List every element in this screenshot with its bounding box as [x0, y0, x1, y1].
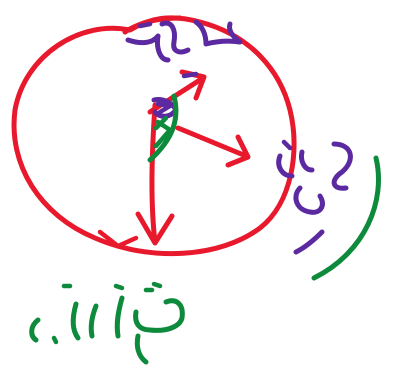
- red-tick-bottom: [97, 229, 121, 249]
- red-circle-overlap: [122, 15, 183, 35]
- green-curve-right: [311, 155, 381, 281]
- arrow-down-head: [135, 211, 175, 246]
- purple-angle-fill: [155, 101, 173, 115]
- green-handwriting-bottom: [29, 281, 185, 365]
- purple-handwriting-top: [125, 19, 243, 79]
- arrow-right-head: [225, 134, 251, 168]
- arrow-down: [149, 102, 158, 245]
- red-tick-bottom-2: [115, 235, 139, 249]
- purple-handwriting-right: [276, 139, 353, 255]
- green-angle-fill-2: [153, 115, 169, 131]
- green-angle-arc: [147, 93, 179, 163]
- arrow-right: [175, 125, 249, 159]
